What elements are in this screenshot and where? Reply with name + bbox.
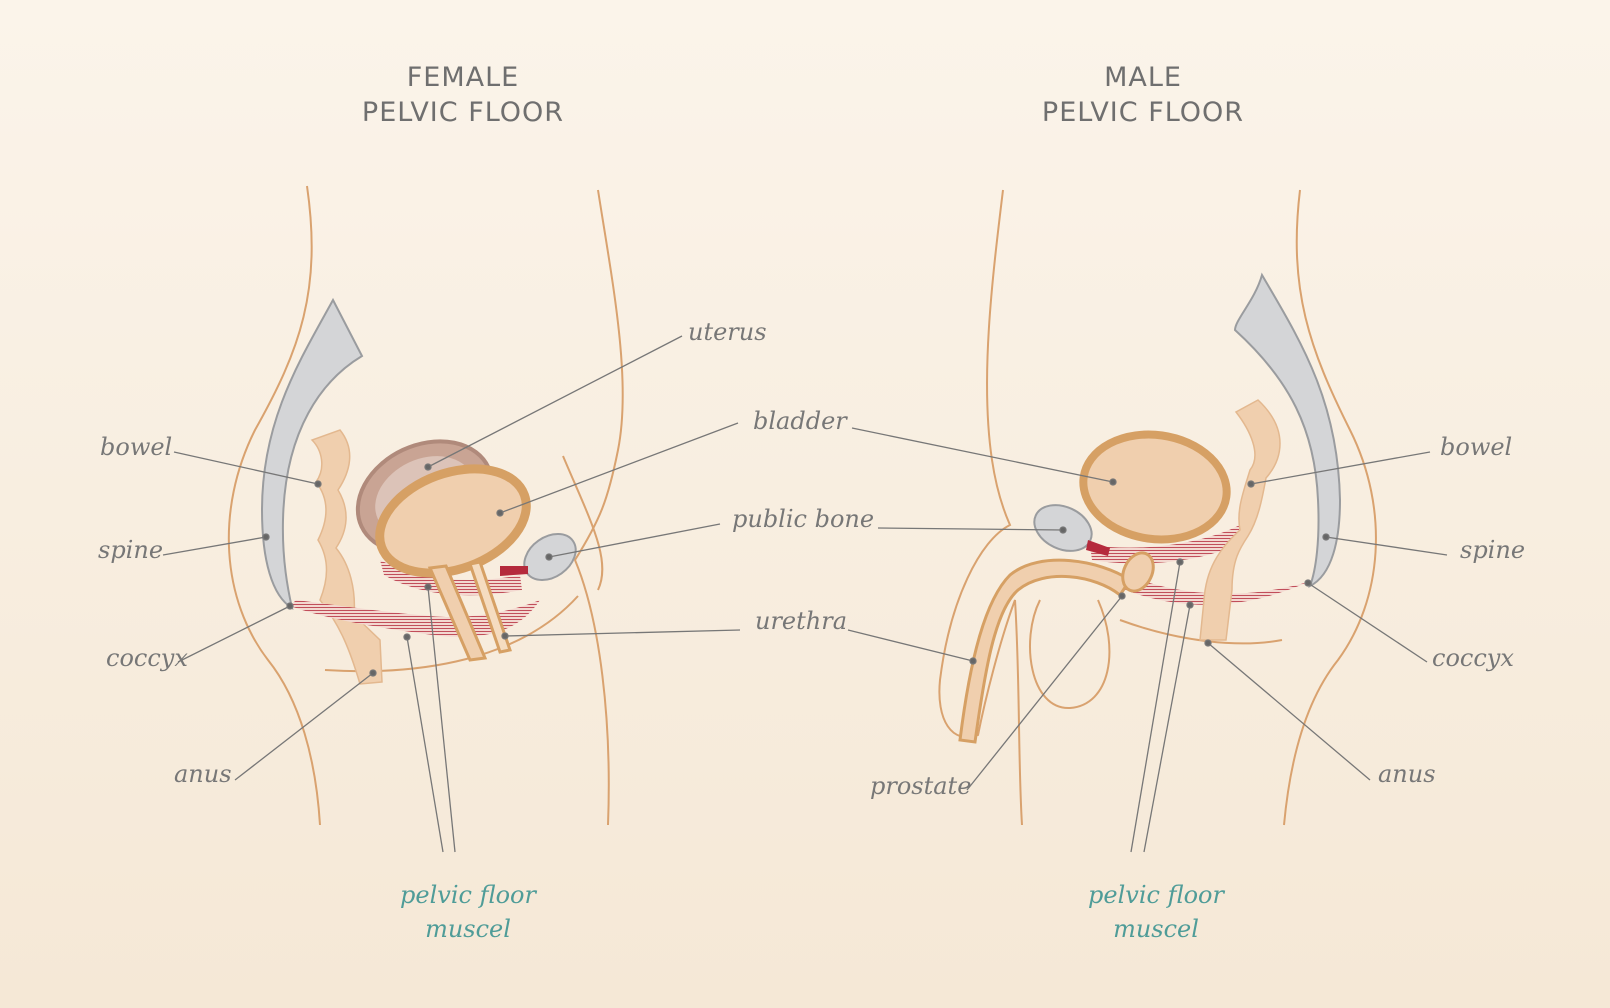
male-scrotum-outline (1029, 599, 1111, 710)
female-muscle-sling (290, 600, 540, 637)
female-muscle-line2: muscel (425, 915, 511, 943)
male-bone-muscle (1086, 540, 1110, 556)
male-front-outline (938, 189, 1023, 826)
male-muscle-line2: muscel (1113, 915, 1199, 943)
female-bowel-shape (310, 429, 383, 685)
male-title: MALE PELVIC FLOOR (973, 60, 1313, 130)
label-female-bowel: bowel (100, 433, 173, 461)
label-urethra: urethra (755, 607, 848, 635)
male-muscle-upper (1090, 525, 1240, 564)
male-bladder-shape (1079, 430, 1231, 544)
female-thigh-line (562, 455, 604, 591)
male-back-outline (1283, 189, 1377, 826)
label-prostate: prostate (870, 772, 972, 800)
female-back-outline (227, 185, 321, 826)
female-title-line1: FEMALE (406, 62, 520, 93)
label-male-bowel: bowel (1440, 433, 1513, 461)
female-vagina-tube (427, 564, 488, 662)
male-muscle-label: pelvic floor muscel (1046, 878, 1266, 946)
label-male-spine: spine (1460, 536, 1526, 564)
label-male-coccyx: coccyx (1432, 644, 1514, 672)
label-female-spine: spine (98, 536, 164, 564)
label-female-anus: anus (174, 760, 232, 788)
female-muscle-line1: pelvic floor (400, 881, 536, 909)
male-bowel-shape (1199, 399, 1281, 641)
female-bone-muscle (500, 566, 528, 576)
male-title-line2: PELVIC FLOOR (1041, 97, 1245, 128)
female-title: FEMALE PELVIC FLOOR (293, 60, 633, 130)
label-bladder: bladder (753, 407, 847, 435)
male-urethra-tube (958, 558, 1133, 744)
label-uterus: uterus (688, 318, 767, 346)
label-female-coccyx: coccyx (106, 644, 188, 672)
male-figure (847, 189, 1448, 853)
female-title-line2: PELVIC FLOOR (361, 97, 565, 128)
label-public-bone: public bone (732, 505, 875, 533)
male-spine-shape (1233, 272, 1342, 589)
male-muscle-sling (1125, 580, 1308, 605)
male-muscle-line1: pelvic floor (1088, 881, 1224, 909)
female-front-outline (573, 189, 624, 826)
male-title-line1: MALE (1104, 62, 1182, 93)
female-urethra-tube (468, 560, 512, 654)
label-male-anus: anus (1378, 760, 1436, 788)
female-figure (162, 185, 741, 853)
male-prostate-shape (1121, 551, 1155, 593)
female-muscle-label: pelvic floor muscel (358, 878, 578, 946)
